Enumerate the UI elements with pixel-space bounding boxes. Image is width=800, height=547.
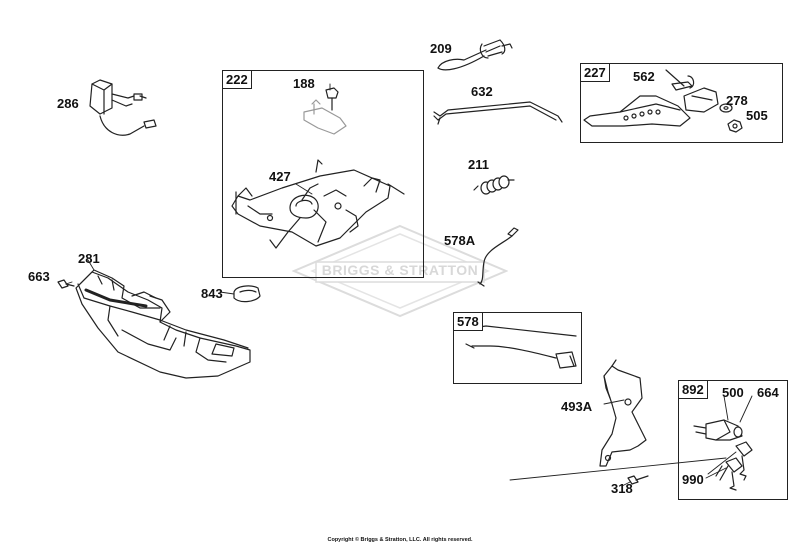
part-843-cap	[233, 285, 261, 303]
leader-lines	[65, 83, 753, 487]
callout-211: 211	[468, 157, 489, 172]
box-578-frame	[453, 312, 582, 384]
callout-578a: 578A	[444, 233, 476, 248]
callout-500: 500	[722, 385, 744, 400]
part-990-keys	[715, 441, 753, 491]
box-892-frame	[678, 380, 788, 500]
part-281-shroud	[75, 269, 251, 379]
part-286-drawing	[89, 79, 157, 136]
part-278-washer	[719, 103, 733, 113]
box-227-frame	[580, 63, 783, 143]
callout-286: 286	[57, 96, 79, 111]
box-578-label: 578	[453, 312, 483, 331]
callout-505: 505	[746, 108, 768, 123]
part-562-pin	[665, 69, 695, 91]
callout-188: 188	[293, 76, 315, 91]
part-493a-bracket	[599, 359, 647, 467]
part-632-link	[433, 101, 563, 125]
callout-427: 427	[269, 169, 291, 184]
part-227-lever	[583, 87, 719, 127]
part-211-spring	[473, 175, 515, 195]
box-222-frame	[222, 70, 424, 278]
callout-843: 843	[201, 286, 223, 301]
callout-663: 663	[28, 269, 50, 284]
callout-209: 209	[430, 41, 452, 56]
watermark-text: BRIGGS & STRATTON	[321, 262, 479, 278]
copyright-notice: Copyright © Briggs & Stratton, LLC. All …	[327, 537, 473, 543]
box-222-label: 222	[222, 70, 252, 89]
part-188-screw	[303, 99, 347, 135]
part-578a-wire	[477, 227, 519, 287]
box-227-label: 227	[580, 63, 610, 82]
callout-493a: 493A	[561, 399, 593, 414]
part-318-screw	[627, 475, 649, 485]
part-578-wires	[465, 325, 577, 369]
callout-278: 278	[726, 93, 748, 108]
part-427-control-plate	[231, 159, 405, 249]
box-892-label: 892	[678, 380, 708, 399]
callout-281: 281	[78, 251, 100, 266]
part-892-key-switch	[693, 419, 743, 441]
part-188-bolt-head	[325, 87, 339, 111]
part-209-spring	[437, 39, 513, 71]
callout-664: 664	[757, 385, 779, 400]
part-505-nut	[727, 119, 743, 133]
callout-990: 990	[682, 472, 704, 487]
callout-318: 318	[611, 481, 633, 496]
part-663-screw	[57, 279, 75, 289]
callout-562: 562	[633, 69, 655, 84]
callout-632: 632	[471, 84, 493, 99]
